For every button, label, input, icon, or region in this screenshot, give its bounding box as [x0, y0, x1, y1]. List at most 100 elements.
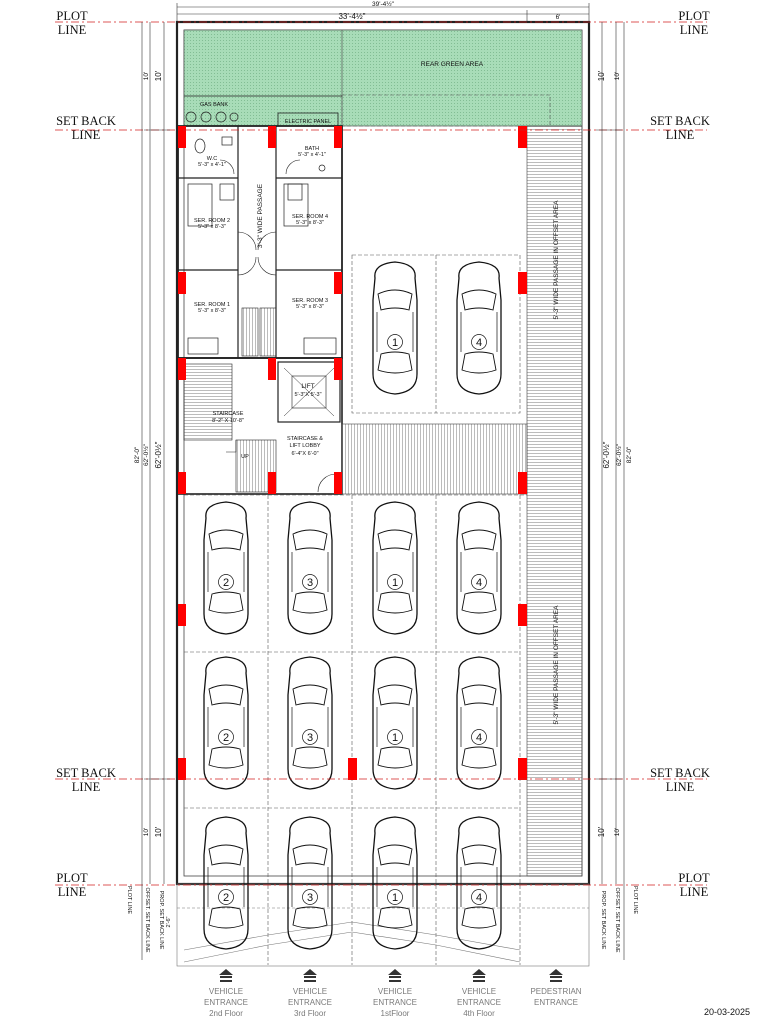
dim-left-10-bottom-outer: 10': [143, 828, 150, 836]
dim-left-10-top-outer: 10': [143, 72, 150, 80]
ser-room-1-size: 5'-3" x 8'-3": [198, 308, 226, 314]
car-windshield: [292, 529, 328, 551]
rear-green-area: REAR GREEN AREA: [183, 29, 583, 127]
dim-right-depth: 62'-0½": [602, 441, 611, 468]
entrance-label: VEHICLE: [462, 987, 496, 996]
ser-room-3-name: SER. ROOM 3: [292, 298, 328, 304]
car-number-circle: [387, 574, 403, 590]
up-label: UP: [241, 454, 249, 460]
reference-lines: PLOT LINE PLOT LINE SET BACK LINE SET BA…: [55, 9, 710, 899]
car: 1: [372, 261, 418, 395]
entrance-arrow-bar: [304, 980, 316, 982]
setback-top-right-2: LINE: [666, 128, 695, 142]
car-rear-window: [292, 746, 328, 769]
car-body: [456, 816, 502, 950]
offset-setback-right: OFFSET. SET BACK LINE: [614, 888, 620, 953]
entrance-arrow-bar: [389, 976, 401, 978]
entrance-arrow-bar: [220, 980, 232, 982]
car-rear-window: [461, 746, 497, 769]
car: 4: [456, 656, 502, 790]
car-number-circle: [302, 729, 318, 745]
car-number-circle: [302, 574, 318, 590]
car-number: 4: [476, 577, 482, 589]
setback-bottom-right-1: SET BACK: [650, 766, 710, 780]
car-windshield: [292, 844, 328, 866]
car-body: [372, 656, 418, 790]
entrance-label: 1stFloor: [381, 1009, 410, 1018]
room-labels: GAS BANK ELECTRIC PANEL W.C 5'-3" x 4'-1…: [194, 102, 331, 460]
car-body: [203, 816, 249, 950]
car-number: 1: [392, 577, 398, 589]
setback-top-right-1: SET BACK: [650, 114, 710, 128]
entrance-arrow-bar: [220, 976, 232, 978]
car-number-circle: [218, 574, 234, 590]
entrance-label: PEDESTRIAN: [530, 987, 581, 996]
entrance-label: 2nd Floor: [209, 1009, 243, 1018]
car-body: [456, 501, 502, 635]
ser-room-1-name: SER. ROOM 1: [194, 302, 230, 308]
ser-room-3-size: 5'-3" x 8'-3": [296, 304, 324, 310]
car-number-circle: [302, 889, 318, 905]
entrance-label: VEHICLE: [293, 987, 327, 996]
parking-grid: [184, 254, 527, 965]
car-windshield: [292, 684, 328, 706]
entrance-label: ENTRANCE: [288, 998, 332, 1007]
entrance-label: VEHICLE: [209, 987, 243, 996]
car-number-circle: [387, 889, 403, 905]
dim-left-10-bottom: 10': [154, 826, 163, 837]
car-rear-window: [208, 746, 244, 769]
car: 1: [372, 816, 418, 950]
prop-setback-right: PROP. SET BACK LINE: [600, 891, 606, 950]
car-windshield: [208, 529, 244, 551]
ser-room-2-size: 5'-3" x 8'-3": [198, 224, 226, 230]
dim-right-10-bottom: 10': [597, 826, 606, 837]
drawing-date: 20-03-2025: [704, 1007, 750, 1017]
car: 1: [372, 656, 418, 790]
car-number: 2: [223, 577, 229, 589]
car: 3: [287, 501, 333, 635]
car-body: [287, 816, 333, 950]
offset-passage: 5'-3" WIDE PASSAGE IN OFFSET AREA 5'-3" …: [526, 125, 583, 877]
entrance-arrow-bar: [473, 980, 485, 982]
entrance-label: ENTRANCE: [457, 998, 501, 1007]
car-body: [456, 656, 502, 790]
car-windshield: [377, 529, 413, 551]
car-number: 1: [392, 732, 398, 744]
entrance-arrow-bar: [550, 976, 562, 978]
car-number: 1: [392, 337, 398, 349]
stair-lift-block: [177, 357, 343, 495]
car-windshield: [377, 844, 413, 866]
car-number: 4: [476, 732, 482, 744]
car-rear-window: [292, 906, 328, 929]
car-number-circle: [387, 334, 403, 350]
car: 3: [287, 656, 333, 790]
car-number: 3: [307, 892, 313, 904]
plot-line-bottom-left-1: PLOT: [56, 871, 88, 885]
setback-bottom-right-2: LINE: [666, 780, 695, 794]
car-body: [287, 501, 333, 635]
car: 2: [203, 501, 249, 635]
offset-setback-left: OFFSET. SET BACK LINE: [144, 888, 150, 953]
dimensions: [141, 3, 625, 960]
entrance-label: VEHICLE: [378, 987, 412, 996]
car-rear-window: [461, 351, 497, 374]
car-number-circle: [218, 889, 234, 905]
dim-right-10-top: 10': [597, 70, 606, 81]
car-body: [372, 501, 418, 635]
dimension-labels: 39'-4½" 33'-4½" 6' 10' 10' 62'-0½" 62'-0…: [134, 0, 633, 927]
lift-size: 5'-3"X 5'-3": [294, 392, 321, 398]
car-windshield: [208, 844, 244, 866]
car-windshield: [377, 684, 413, 706]
dim-left-depth-outer: 62'-0½": [142, 443, 150, 466]
car-number-circle: [471, 334, 487, 350]
dim-top-left: 33'-4½": [338, 12, 365, 21]
car-number-circle: [218, 729, 234, 745]
dim-right-10-bottom-outer: 10': [614, 828, 621, 836]
car-rear-window: [377, 906, 413, 929]
car-body: [456, 261, 502, 395]
